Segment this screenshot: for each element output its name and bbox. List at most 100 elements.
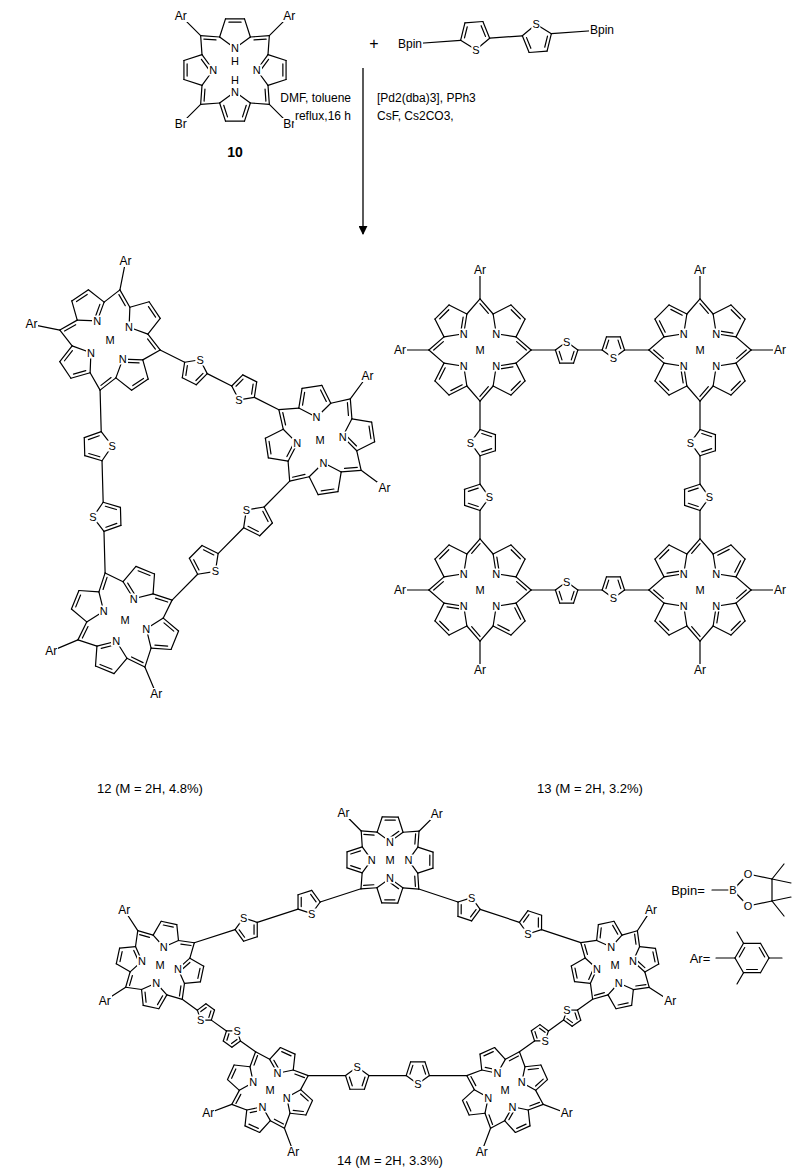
bond-line bbox=[772, 864, 784, 879]
bond-line bbox=[151, 648, 171, 649]
substituent-label: Ar bbox=[393, 344, 407, 356]
bond-line bbox=[260, 1121, 271, 1133]
bond-line bbox=[713, 305, 731, 314]
bond-line bbox=[535, 1032, 537, 1038]
atom-label: N bbox=[459, 361, 469, 372]
bond-line bbox=[95, 646, 96, 666]
bond-line bbox=[106, 523, 117, 527]
bond-line bbox=[489, 1115, 493, 1125]
bond-line bbox=[467, 539, 480, 554]
bond-line bbox=[177, 925, 179, 941]
atom-label: N bbox=[141, 623, 151, 634]
bond-line bbox=[699, 456, 700, 484]
bond-line bbox=[435, 305, 449, 319]
bond-line bbox=[435, 381, 449, 395]
bond-line bbox=[155, 598, 167, 602]
bond-line bbox=[138, 571, 150, 576]
bond-line bbox=[525, 1065, 541, 1067]
bond-line bbox=[120, 290, 130, 307]
bond-line bbox=[435, 621, 449, 635]
bond-line bbox=[254, 1056, 258, 1066]
bond-line bbox=[429, 590, 444, 603]
bond-line bbox=[183, 61, 184, 80]
atom-label: N bbox=[614, 977, 624, 988]
bond-line bbox=[321, 390, 327, 401]
bond-line bbox=[471, 1077, 476, 1086]
bond-line bbox=[480, 1048, 495, 1055]
atom-label: S bbox=[609, 353, 618, 364]
bond-line bbox=[517, 1124, 526, 1128]
bond-line bbox=[136, 931, 138, 947]
bond-line bbox=[153, 594, 172, 600]
bond-line bbox=[245, 103, 251, 121]
bond-line bbox=[618, 1003, 628, 1005]
bond-line bbox=[100, 378, 116, 390]
atom-label: N bbox=[492, 1068, 502, 1079]
substituent-label: Ar bbox=[473, 264, 487, 276]
bond-line bbox=[687, 626, 700, 641]
bond-line bbox=[516, 337, 531, 350]
bond-line bbox=[731, 621, 740, 630]
substituent-label: Ar bbox=[430, 808, 444, 820]
atom-label: N bbox=[137, 956, 147, 967]
bond-line bbox=[480, 304, 488, 314]
substituent-label: Ar bbox=[98, 995, 112, 1007]
bond-line bbox=[236, 1094, 241, 1103]
bond-line bbox=[189, 558, 197, 574]
bond-line bbox=[500, 367, 513, 369]
bond-line bbox=[671, 309, 682, 315]
bond-line bbox=[467, 1102, 471, 1111]
bond-line bbox=[717, 610, 719, 623]
bond-line bbox=[220, 19, 226, 37]
bond-line bbox=[548, 1020, 563, 1031]
atom-label: H bbox=[230, 55, 240, 66]
bond-line bbox=[288, 461, 290, 481]
bond-line bbox=[618, 580, 621, 588]
bond-line bbox=[692, 544, 700, 554]
bond-line bbox=[268, 55, 286, 61]
substituent-label: Ar bbox=[201, 1107, 215, 1119]
bond-line bbox=[435, 559, 444, 577]
bond-line bbox=[89, 454, 100, 457]
bond-line bbox=[123, 566, 136, 581]
bond-line bbox=[660, 381, 669, 390]
atom-label: N bbox=[99, 606, 109, 617]
bond-line bbox=[320, 889, 361, 902]
bond-line bbox=[429, 350, 444, 363]
bond-line bbox=[196, 374, 207, 385]
atom-label: N bbox=[338, 431, 348, 442]
atom-label: N bbox=[606, 942, 616, 953]
bond-line bbox=[479, 401, 480, 429]
bond-line bbox=[145, 992, 146, 1002]
bond-line bbox=[449, 626, 467, 635]
bond-line bbox=[203, 89, 205, 101]
bond-line bbox=[268, 36, 269, 55]
atom-label: N bbox=[151, 977, 161, 988]
atom-label: N bbox=[282, 1092, 292, 1103]
bond-line bbox=[148, 307, 155, 318]
bond-line bbox=[465, 22, 483, 23]
atom-label: N bbox=[711, 568, 721, 579]
bond-line bbox=[531, 1025, 540, 1031]
bond-line bbox=[105, 506, 116, 509]
compound-number: 10 bbox=[226, 145, 244, 159]
atom-label: S bbox=[88, 512, 97, 523]
atom-label: N bbox=[491, 361, 501, 372]
bond-line bbox=[226, 120, 245, 121]
bond-line bbox=[737, 350, 747, 358]
bond-line bbox=[302, 385, 322, 388]
atom-label: S bbox=[196, 1015, 205, 1026]
atom-label: N bbox=[312, 412, 322, 423]
bond-line bbox=[702, 449, 712, 452]
bond-line bbox=[163, 600, 172, 618]
atom-label: S bbox=[242, 504, 251, 515]
bond-line bbox=[653, 952, 655, 962]
bond-line bbox=[660, 621, 669, 630]
bond-line bbox=[245, 19, 251, 37]
bond-line bbox=[362, 1077, 365, 1086]
bond-line bbox=[571, 966, 574, 982]
bond-line bbox=[625, 589, 649, 590]
bond-line bbox=[540, 1028, 545, 1032]
bond-line bbox=[382, 902, 398, 903]
bond-line bbox=[158, 996, 163, 1005]
